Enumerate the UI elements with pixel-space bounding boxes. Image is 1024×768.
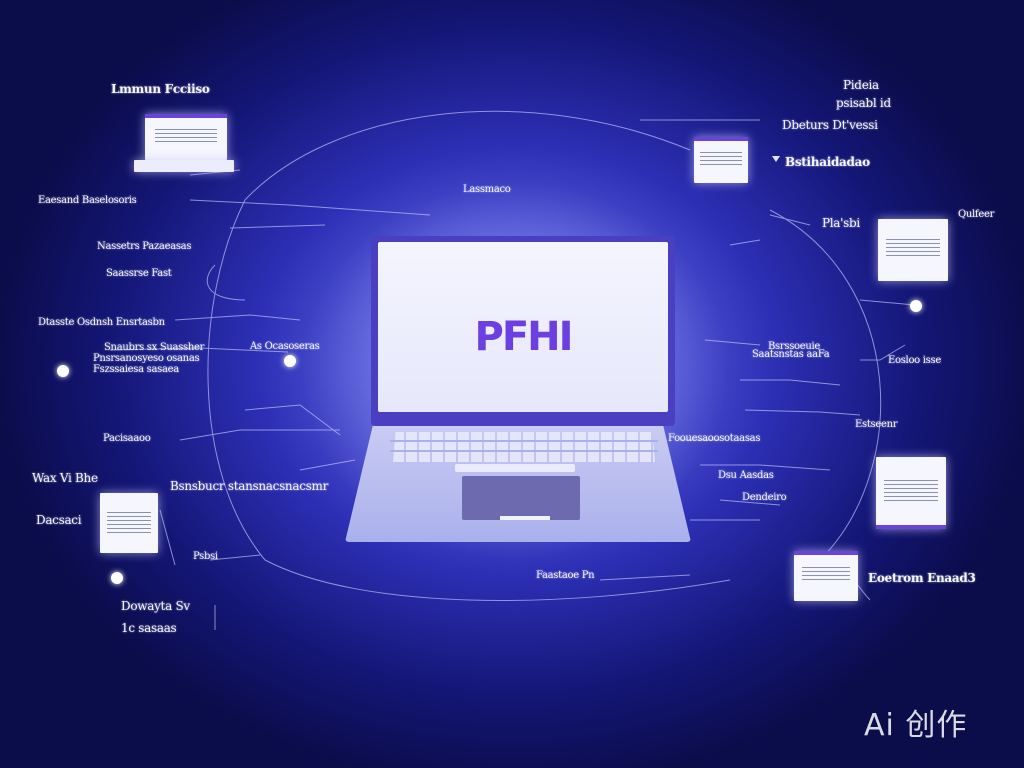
label: Saatsnstas aaFa <box>752 349 830 360</box>
doc-card-top-right <box>694 137 748 183</box>
label: Eoetrom Enaad3 <box>868 571 976 585</box>
label: Lmmun Fcciiso <box>111 82 210 96</box>
node-dot <box>284 355 296 367</box>
link-8 <box>299 459 356 471</box>
link-14 <box>729 239 761 246</box>
label: As Ocasoseras <box>250 341 320 352</box>
laptop-spacebar <box>455 464 575 472</box>
link-16 <box>740 379 841 386</box>
link-20 <box>719 499 781 506</box>
orbit-arc-top <box>244 110 691 201</box>
label: Estseenr <box>855 419 898 430</box>
doc-card-left-lower <box>100 493 158 553</box>
doc-card-bottom-right <box>794 551 858 601</box>
link-23 <box>859 299 916 306</box>
doc-card-top-left-base <box>134 160 234 172</box>
link-2 <box>229 224 326 229</box>
label: Wax Vi Bhe <box>32 471 98 485</box>
link-4 <box>174 314 301 321</box>
label: Dacsaci <box>36 513 82 527</box>
laptop-keyboard <box>393 432 655 462</box>
label: Bsnsbucr stansnacsnacsmr <box>170 479 329 493</box>
laptop-screen: PFHI <box>371 236 675 426</box>
link-17 <box>744 409 861 416</box>
laptop-touchpad <box>462 476 580 520</box>
screen-headline: PFHI <box>474 314 574 360</box>
label: 1c sasaas <box>121 621 177 635</box>
label: Foouesaoosotaasas <box>668 433 761 444</box>
doc-card-top-left <box>145 114 227 160</box>
label: Pideia <box>843 78 879 92</box>
label: Dsu Aasdas <box>718 470 774 481</box>
label: Dendeiro <box>742 492 787 503</box>
label: Bstihaidadao <box>785 155 870 169</box>
link-10 <box>209 554 261 561</box>
link-15 <box>769 214 811 226</box>
label: Saassrse Fast <box>106 268 172 279</box>
label: Pnsrsanosyeso osanas <box>93 353 200 364</box>
doc-card-right-lower <box>876 457 946 529</box>
link-3 <box>206 264 246 301</box>
link-13 <box>704 339 761 346</box>
label: Pla'sbi <box>822 216 860 230</box>
caret-down-icon <box>772 156 780 162</box>
label: Eosloo isse <box>888 355 941 366</box>
node-dot <box>57 365 69 377</box>
link-24 <box>860 344 906 361</box>
label: Bsrssoeuie <box>768 341 821 352</box>
node-dot <box>910 300 922 312</box>
doc-card-right-upper <box>878 219 948 281</box>
label: Nassetrs Pazaeasas <box>97 241 192 252</box>
label: Lassmaco <box>463 184 511 195</box>
label: Psbsi <box>193 551 218 562</box>
link-1 <box>189 199 431 216</box>
label: Dowayta Sv <box>121 599 190 613</box>
label: psisabl id <box>836 96 891 110</box>
orbit-arc-right <box>769 209 882 561</box>
link-5 <box>109 347 289 353</box>
link-7 <box>244 404 341 436</box>
link-6 <box>179 429 340 441</box>
label: Faastaoe Pn <box>536 570 595 581</box>
label: Dtasste Osdnsh Ensrtasbn <box>38 317 165 328</box>
link-9 <box>159 509 176 566</box>
watermark: Ai 创作 <box>864 708 968 743</box>
link-19 <box>700 464 831 471</box>
orbit-arc-left <box>207 199 266 561</box>
link-12 <box>599 574 691 581</box>
label: Dbeturs Dt'vessi <box>782 118 878 132</box>
label: Eaesand Baselosoris <box>38 195 137 206</box>
node-dot <box>111 572 123 584</box>
label: Qulfeer <box>958 209 995 220</box>
label: Fszssaiesa sasaea <box>93 364 179 375</box>
label: Snaubrs sx Suassher <box>104 342 205 353</box>
orbit-arc-bottom <box>264 559 731 601</box>
label: Pacisaaoo <box>103 433 151 444</box>
